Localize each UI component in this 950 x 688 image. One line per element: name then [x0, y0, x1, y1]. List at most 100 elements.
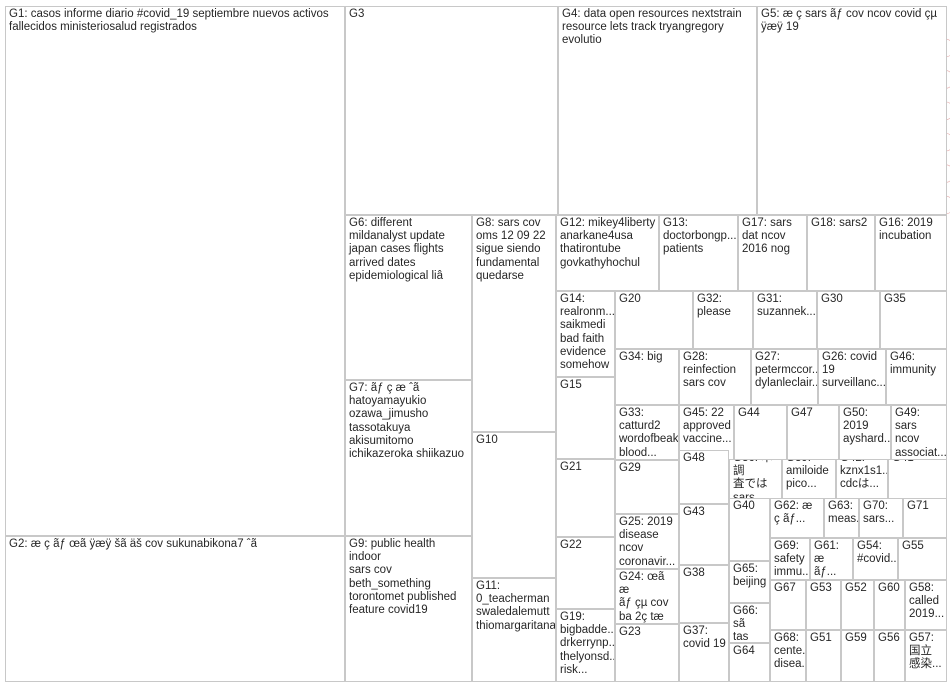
group-cell-g14: G14: realronm... saikmedi bad faith evid… [556, 291, 615, 377]
group-cell-g11: G11: 0_teacherman swaledalemutt thiomarg… [472, 578, 556, 682]
group-cell-g24: G24: œã æ ãƒ çµ cov ba 2ç tæ yahoonew... [615, 569, 679, 624]
group-cell-g57: G57: 国立 感染... [905, 630, 947, 682]
group-cell-g44: G44 [734, 405, 787, 460]
group-label: G65: beijing [733, 563, 767, 589]
group-label: G33: catturd2 wordofbeak blood... [619, 407, 679, 459]
group-cell-g51: G51 [806, 630, 841, 682]
group-cell-g47: G47 [787, 405, 839, 460]
group-label: G31: suzannek... [757, 293, 816, 319]
group-label: G64 [733, 645, 755, 657]
group-label: G60 [878, 582, 900, 594]
group-cell-g58: G58: called 2019... [905, 580, 947, 630]
group-cell-g48: G48 [679, 450, 729, 504]
group-label: G8: sars cov oms 12 09 22 sigue siendo f… [476, 217, 546, 282]
group-label: G17: sars dat ncov 2016 nog [742, 217, 792, 256]
group-label: G16: 2019 incubation [879, 217, 933, 243]
group-label: G71 [907, 500, 929, 512]
group-cell-g27: G27: petermccor... dylanleclair... [751, 349, 818, 405]
group-cell-g8: G8: sars cov oms 12 09 22 sigue siendo f… [472, 215, 556, 432]
group-label: G23 [619, 626, 641, 638]
group-cell-g2: G2: æ ç ãƒ œã ÿæÿ šã äš cov sukunabikona… [5, 536, 345, 682]
group-cell-g33: G33: catturd2 wordofbeak blood... [615, 405, 679, 460]
group-label: G32: please [697, 293, 731, 319]
group-label: G9: public health indoor sars cov beth_s… [349, 538, 457, 617]
group-label: G38 [683, 567, 705, 579]
group-label: G7: ãƒ ç æ ˆã hatoyamayukio ozawa_jimush… [349, 382, 465, 461]
group-cell-g56: G56 [874, 630, 905, 682]
group-cell-g53: G53 [806, 580, 841, 630]
group-cell-g16: G16: 2019 incubation [875, 215, 947, 291]
group-label: G51 [810, 632, 832, 644]
group-cell-g5: G5: æ ç sars ãƒ cov ncov covid çµ ÿæÿ 19 [757, 6, 947, 215]
group-cell-g62: G62: æ ç ãƒ... [770, 498, 824, 538]
group-cell-g64: G64 [729, 643, 770, 682]
group-label: G30 [821, 293, 843, 305]
group-cell-g71: G71 [903, 498, 947, 538]
group-label: G61: æ ãƒ... [814, 540, 839, 579]
group-cell-g30: G30 [817, 291, 880, 349]
group-label: G45: 22 approved vaccine... [683, 407, 732, 446]
group-cell-g34: G34: big [615, 349, 679, 405]
group-cell-g13: G13: doctorbongp... patients [659, 215, 738, 291]
group-cell-g10: G10 [472, 432, 556, 578]
group-label: G34: big [619, 351, 663, 363]
group-label: G55 [902, 540, 924, 552]
group-label: G42: kznx1s1... cdcは... [840, 452, 888, 491]
group-cell-g67: G67 [770, 580, 806, 630]
group-label: G29 [619, 462, 641, 474]
group-cell-g12: G12: mikey4liberty anarkane4usa thatiron… [556, 215, 659, 291]
group-cell-g15: G15 [556, 377, 615, 459]
group-cell-g18: G18: sars2 [807, 215, 875, 291]
group-label: G52 [845, 582, 867, 594]
group-label: G13: doctorbongp... patients [663, 217, 737, 256]
group-label: G6: different mildanalyst update japan c… [349, 217, 445, 282]
group-label: G12: mikey4liberty anarkane4usa thatiron… [560, 217, 656, 269]
group-label: G59 [845, 632, 867, 644]
group-cell-g52: G52 [841, 580, 874, 630]
group-cell-g22: G22 [556, 537, 615, 609]
group-label: G3 [349, 8, 365, 20]
group-label: G10 [476, 434, 498, 446]
group-cell-g37: G37: covid 19 [679, 623, 729, 682]
group-label: G28: reinfection sars cov [683, 351, 737, 390]
group-cell-g21: G21 [556, 459, 615, 537]
group-cell-g43: G43 [679, 504, 729, 565]
group-label: G35 [884, 293, 906, 305]
group-label: G24: œã æ ãƒ çµ cov ba 2ç tæ yahoonew... [619, 571, 669, 623]
group-cell-g29: G29 [615, 460, 679, 514]
group-label: G66: sã tas [733, 605, 758, 643]
group-cell-g69: G69: safety immu... [770, 538, 810, 580]
group-cell-g9: G9: public health indoor sars cov beth_s… [345, 536, 472, 682]
group-cell-g46: G46: immunity [886, 349, 947, 405]
group-label: G4: data open resources nextstrain resou… [562, 8, 742, 47]
group-cell-g6: G6: different mildanalyst update japan c… [345, 215, 472, 380]
group-cell-g68: G68: cente... disea... [770, 630, 806, 682]
group-label: G37: covid 19 [683, 625, 726, 651]
group-label: G40 [733, 500, 755, 512]
group-cell-g19: G19: bigbadde... drkerrynp... thelyonsd.… [556, 609, 615, 682]
group-label: G27: petermccor... dylanleclair... [755, 351, 818, 390]
group-label: G63: meas... [828, 500, 859, 526]
group-label: G21 [560, 461, 582, 473]
group-cell-g59: G59 [841, 630, 874, 682]
group-label: G22 [560, 539, 582, 551]
group-label: G14: realronm... saikmedi bad faith evid… [560, 293, 615, 372]
group-cell-g60: G60 [874, 580, 905, 630]
group-label: G70: sars... [863, 500, 895, 526]
group-cell-g4: G4: data open resources nextstrain resou… [558, 6, 757, 215]
group-cell-g35: G35 [880, 291, 947, 349]
group-label: G69: safety immu... [774, 540, 810, 579]
group-label: G68: cente... disea... [774, 632, 806, 671]
group-label: G58: called 2019... [909, 582, 945, 621]
group-label: G11: 0_teacherman swaledalemutt thiomarg… [476, 580, 556, 632]
group-label: G26: covid 19 surveillanc... [822, 351, 886, 390]
group-cell-g65: G65: beijing [729, 561, 770, 603]
group-label: G56 [878, 632, 900, 644]
group-cell-g49: G49: sars ncov associat... [891, 405, 947, 460]
group-label: G5: æ ç sars ãƒ cov ncov covid çµ ÿæÿ 19 [761, 8, 937, 34]
group-cell-g66: G66: sã tas [729, 603, 770, 643]
group-cell-g31: G31: suzannek... [753, 291, 817, 349]
group-label: G1: casos informe diario #covid_19 septi… [9, 8, 329, 34]
group-cell-g28: G28: reinfection sars cov [679, 349, 751, 405]
group-cell-g40: G40 [729, 498, 770, 561]
